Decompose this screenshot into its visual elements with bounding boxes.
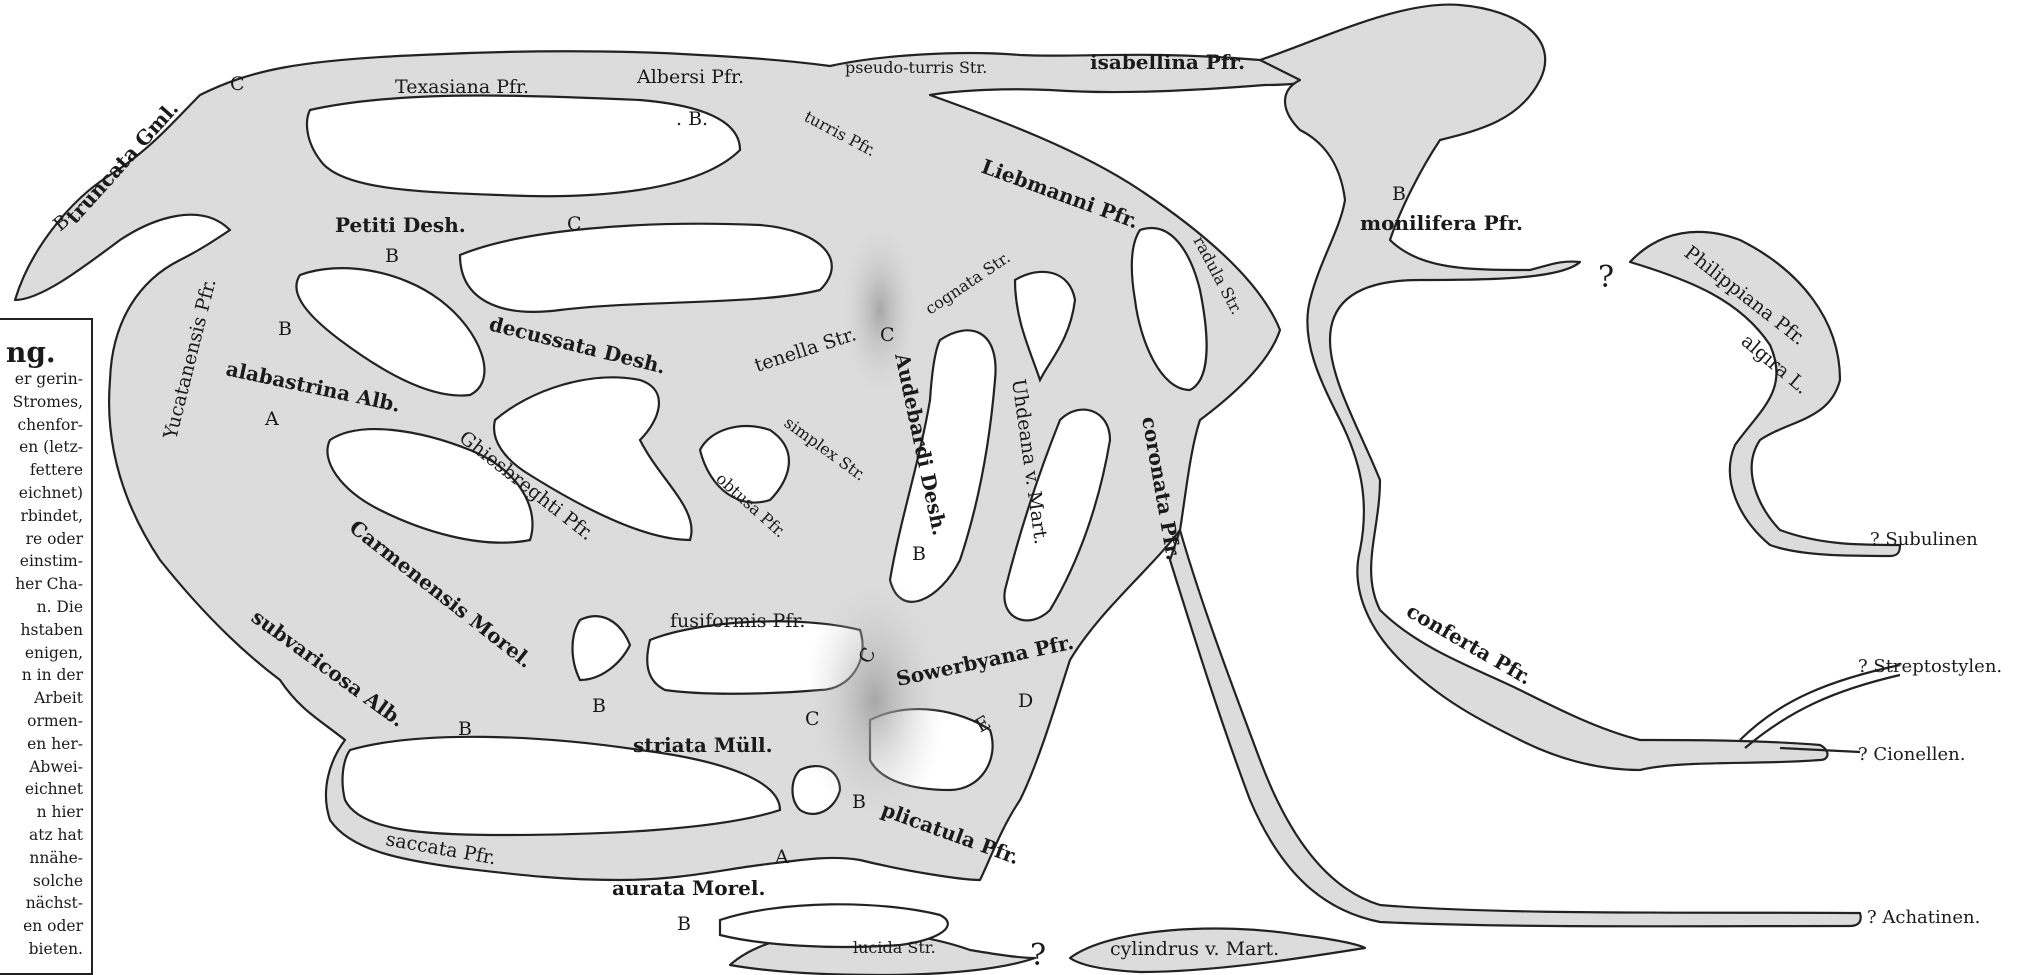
streptostylen-channel-2 [1745, 675, 1900, 748]
shade-zone-1 [805, 570, 945, 830]
letter-b-aurata: B [677, 913, 691, 935]
label-albersi: Albersi Pfr. [636, 66, 744, 88]
label-monilifera: monilifera Pfr. [1360, 211, 1523, 235]
label-lucida: lucida Str. [853, 938, 936, 957]
label-petiti: Petiti Desh. [335, 213, 466, 237]
letter-b-alabastrina: B [278, 318, 292, 340]
question-mark-monilifera: ? [1598, 260, 1614, 295]
letter-b-monilifera: B [1392, 183, 1406, 205]
right-branch [1260, 5, 1828, 770]
letter-b-audebardi: B [912, 543, 926, 565]
label-aurata: aurata Morel. [612, 876, 765, 900]
question-mark-lucida: ? [1030, 938, 1046, 973]
outlet-achatinen: ? Achatinen. [1867, 907, 1980, 928]
letter-a-aurata: A [774, 846, 789, 868]
letter-a-alabastrina: A [264, 408, 279, 430]
letter-c-striata: C [805, 708, 820, 730]
letter-b-petiti: B [385, 245, 399, 267]
label-pseudo-turris: pseudo-turris Str. [845, 58, 987, 77]
label-texasiana: Texasiana Pfr. [395, 76, 529, 98]
philippiana-lobe [1630, 232, 1900, 556]
label-cylindrus: cylindrus v. Mart. [1110, 938, 1279, 960]
letter-b-plicatula: B [852, 791, 866, 813]
letter-c-tenella: C [880, 324, 895, 346]
letter-b-subvaricosa: B [458, 718, 472, 740]
outlet-cionellen: ? Cionellen. [1858, 744, 1965, 765]
outlet-streptostylen: ? Streptostylen. [1858, 656, 2002, 677]
letter-c-mid: C [567, 213, 582, 235]
label-isabellina: isabellina Pfr. [1090, 50, 1245, 74]
letter-d: D [1018, 690, 1033, 712]
outlet-subulinen: ? Subulinen [1870, 529, 1978, 550]
label-striata: striata Müll. [633, 733, 773, 757]
letter-dotb: . B. [676, 108, 708, 130]
label-fusiformis: fusiformis Pfr. [670, 610, 805, 632]
letter-c-top: C [230, 73, 245, 95]
letter-b-fusiformis: B [592, 695, 606, 717]
